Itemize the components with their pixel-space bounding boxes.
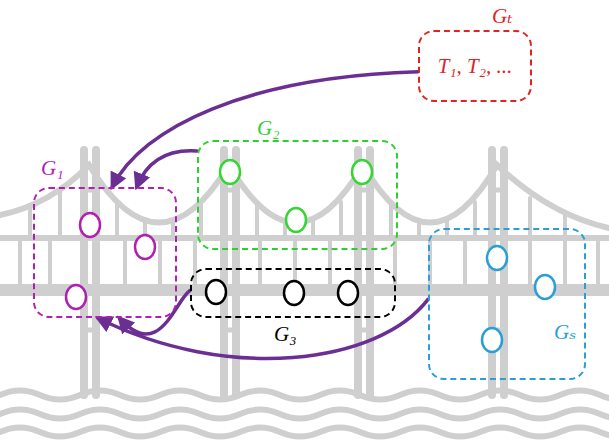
group-label: G₃: [272, 322, 298, 346]
flow-arrow: [98, 299, 428, 358]
group-box: Gₛ: [428, 228, 586, 380]
group-box: GₜT₁, T₂, ...: [418, 30, 532, 102]
group-box: G₂: [197, 140, 398, 250]
member-circle: [220, 160, 240, 184]
member-circle: [352, 160, 372, 184]
bridge-tower-crossbar: [84, 190, 504, 330]
member-circle: [66, 285, 86, 309]
water-wave: [0, 428, 609, 437]
group-content: T₁, T₂, ...: [438, 54, 513, 78]
flow-arrow: [119, 291, 190, 335]
member-circle: [535, 275, 555, 299]
member-circle: [482, 328, 502, 352]
bridge: [0, 150, 609, 437]
group-box: G₃: [190, 268, 396, 318]
member-circle: [206, 280, 226, 304]
water-wave: [0, 410, 609, 419]
member-circle: [135, 235, 155, 259]
member-circle: [338, 281, 358, 305]
group-label: G₂: [255, 116, 281, 140]
flow-arrow: [137, 151, 197, 187]
bridge-strut: [20, 238, 598, 290]
group-label: Gₜ: [490, 4, 514, 28]
group-label: Gₛ: [552, 320, 578, 344]
flow-arrow: [112, 72, 418, 187]
group-box: G₁: [33, 187, 177, 318]
bridge-hanger: [30, 190, 565, 238]
member-circle: [487, 246, 507, 270]
member-circle: [80, 213, 100, 237]
water-wave: [0, 391, 609, 400]
member-circle: [284, 281, 304, 305]
member-circle: [286, 208, 306, 232]
group-label: G₁: [39, 156, 65, 180]
